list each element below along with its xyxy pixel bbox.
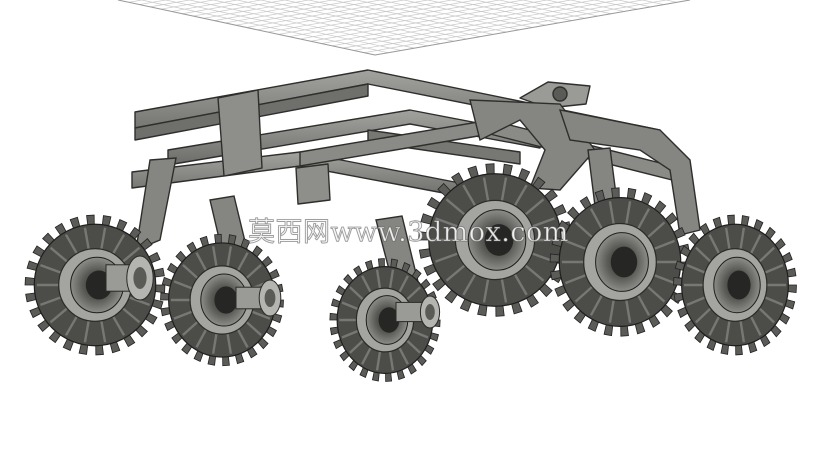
- wheel-rear-right: [673, 214, 797, 356]
- ground-grid: [117, 0, 691, 56]
- watermark-text: 莫西网www.3dmox.com: [248, 217, 569, 249]
- wheel-front-right: [418, 163, 572, 317]
- wheel-group: [24, 163, 797, 382]
- axle-hub: [235, 279, 282, 317]
- axle-hub: [105, 255, 154, 301]
- axle-hub: [395, 295, 441, 329]
- wheel-middle-right: [549, 187, 691, 337]
